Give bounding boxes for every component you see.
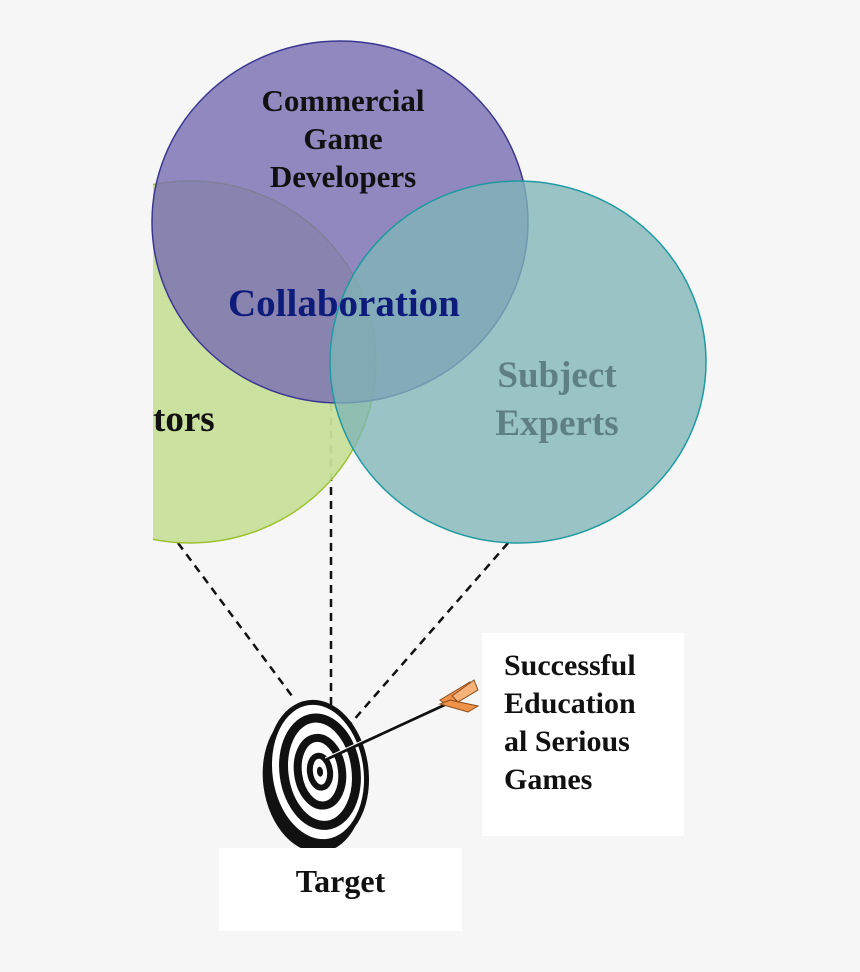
experts-label-line-2: Experts — [495, 403, 619, 445]
outcome-label-line-4: Games — [504, 763, 593, 797]
connector-line-educators — [176, 542, 297, 701]
developers-label-line-2: Game — [303, 120, 383, 156]
outcome-label-line-3: al Serious — [504, 725, 630, 759]
arrow-icon — [324, 679, 480, 762]
outcome-label-line-2: Education — [504, 687, 636, 721]
outcome-box: Successful Education al Serious Games — [482, 633, 684, 836]
developers-label-line-3: Developers — [269, 158, 417, 194]
connector-lines — [176, 403, 509, 731]
bullseye-icon — [262, 699, 370, 853]
outcome-label: Successful Education al Serious Games — [504, 647, 636, 799]
target-box: Target — [219, 848, 462, 931]
experts-label: Subject Experts — [486, 352, 628, 448]
collaboration-label: Collaboration — [228, 282, 460, 325]
developers-label: Commercial Game Developers — [243, 82, 443, 195]
circle-experts — [329, 180, 707, 544]
educators-label: tors — [153, 399, 215, 440]
outcome-label-line-1: Successful — [504, 649, 636, 682]
experts-label-line-1: Subject — [497, 355, 617, 396]
target-label: Target — [295, 863, 386, 899]
developers-label-line-1: Commercial — [261, 83, 425, 118]
